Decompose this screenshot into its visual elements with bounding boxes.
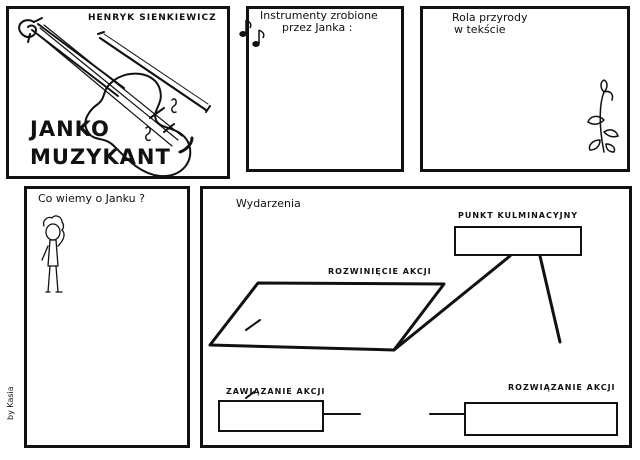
events-panel — [200, 186, 632, 448]
development-box — [208, 281, 446, 352]
story-title: JANKO MUZYKANT — [30, 115, 171, 172]
nature-heading: Rola przyrody w tekście — [452, 12, 527, 35]
exposition-label: ZAWIĄZANIE AKCJI — [226, 387, 326, 396]
violin-scroll-icon — [18, 19, 37, 38]
events-heading: Wydarzenia — [236, 197, 301, 210]
exposition-connector — [245, 391, 255, 399]
climax-box[interactable] — [454, 226, 582, 256]
nature-heading-line-2: w tekście — [454, 22, 506, 36]
exposition-box[interactable] — [218, 400, 324, 432]
nature-heading-line-1: Rola przyrody — [452, 11, 528, 24]
resolution-box[interactable] — [464, 402, 618, 436]
instruments-heading-line-2: przez Janka : — [282, 20, 353, 34]
climax-label: PUNKT KULMINACYJNY — [458, 211, 579, 220]
resolution-connector — [245, 319, 261, 331]
nature-panel — [420, 6, 630, 172]
about-janko-panel — [24, 186, 190, 448]
rising-line — [392, 254, 512, 352]
title-line-2: MUZYKANT — [30, 145, 171, 170]
resolution-label: ROZWIĄZANIE AKCJI — [508, 383, 616, 392]
development-label: ROZWINIĘCIE AKCJI — [328, 267, 432, 276]
author-name: HENRYK SIENKIEWICZ — [88, 13, 217, 23]
instruments-heading: Instrumenty zrobione przez Janka : — [260, 10, 378, 33]
instruments-panel — [246, 6, 404, 172]
instruments-heading-line-1: Instrumenty zrobione — [260, 9, 378, 22]
about-janko-heading: Co wiemy o Janku ? — [38, 192, 145, 205]
falling-line — [538, 254, 562, 344]
signature: by Kasia — [6, 386, 15, 420]
